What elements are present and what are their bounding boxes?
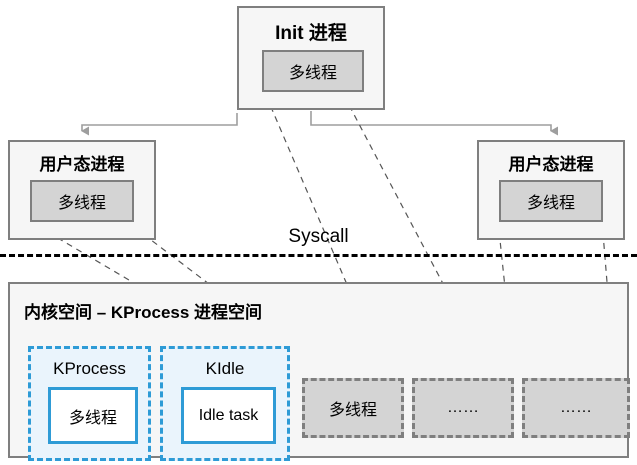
kidle-box: KIdle Idle task [160,346,290,461]
syscall-divider [0,254,637,257]
init-process-box: Init 进程 多线程 [237,6,385,110]
arrow-init-to-right-user [310,111,558,136]
kernel-space-box: 内核空间 – KProcess 进程空间 KProcess 多线程 KIdle … [8,282,630,461]
user-process-right-thread-box: 多线程 [499,180,603,222]
user-process-left-title: 用户态进程 [39,155,125,174]
kidle-title: KIdle [205,359,245,378]
init-thread-box: 多线程 [262,50,364,92]
kprocess-thread-box: 多线程 [48,387,138,444]
kprocess-title: KProcess [53,359,126,378]
init-process-title: Init 进程 [275,23,347,44]
kprocess-box: KProcess 多线程 [28,346,151,461]
kernel-space-title: 内核空间 – KProcess 进程空间 [24,303,263,322]
user-process-box-right: 用户态进程 多线程 [477,140,625,240]
user-process-right-title: 用户态进程 [508,155,594,174]
syscall-label: Syscall [288,226,349,247]
kernel-thread-box-3: …… [522,378,630,438]
kidle-task-box: Idle task [181,387,276,444]
kernel-thread-box-2: …… [412,378,514,438]
kernel-thread-box-1: 多线程 [302,378,404,438]
user-process-left-thread-box: 多线程 [30,180,134,222]
arrow-init-to-left-user [81,113,238,136]
user-process-box-left: 用户态进程 多线程 [8,140,156,240]
